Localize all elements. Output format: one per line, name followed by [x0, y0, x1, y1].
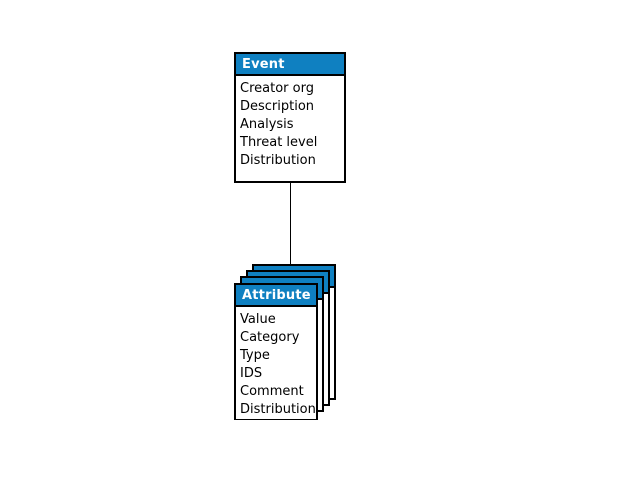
entity-field: IDS [240, 366, 263, 381]
entity-field: Value [240, 312, 276, 327]
entity-field: Comment [240, 384, 304, 399]
entity-title-attribute: Attribute [236, 285, 316, 307]
entity-field: Type [240, 348, 270, 363]
entity-field: Threat level [240, 135, 318, 150]
entity-field: Distribution [240, 402, 316, 417]
entity-field-list-attribute: Value Category Type IDS Comment Distribu… [236, 307, 316, 419]
entity-box-event[interactable]: Event Creator org Description Analysis T… [234, 52, 346, 183]
entity-stack-attribute: Attribute Value Category Type IDS Commen… [234, 264, 338, 420]
connector-event-attribute [290, 183, 291, 265]
entity-title-event: Event [236, 54, 344, 76]
entity-field: Description [240, 99, 315, 114]
entity-box-attribute[interactable]: Attribute Value Category Type IDS Commen… [234, 283, 318, 420]
entity-field: Creator org [240, 81, 314, 96]
entity-field-list-event: Creator org Description Analysis Threat … [236, 76, 344, 170]
entity-field: Category [240, 330, 300, 345]
entity-field: Analysis [240, 117, 294, 132]
entity-field: Distribution [240, 153, 316, 168]
